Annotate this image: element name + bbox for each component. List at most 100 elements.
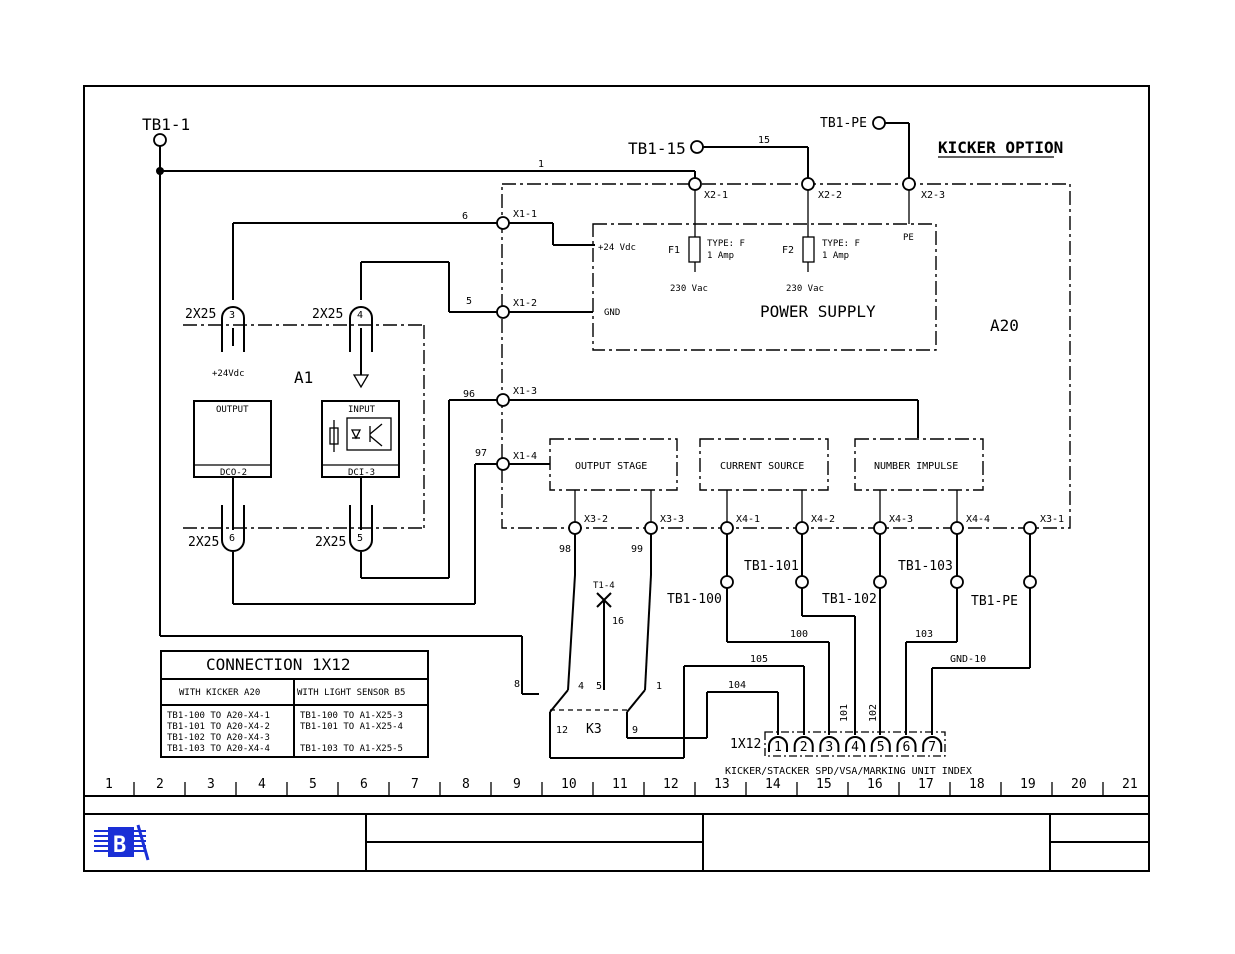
svg-text:B: B [113,833,126,858]
svg-text:2X25: 2X25 [185,307,216,322]
svg-text:104: 104 [728,680,746,691]
svg-text:TB1-100: TB1-100 [667,592,722,607]
connector-pin-label: 4 [851,740,859,755]
tb1-102-terminal [873,575,887,589]
plug-2x25-pin-3: 3 [221,306,245,352]
power-supply-box [592,223,937,351]
svg-text:TB1-101 TO A20-X4-2: TB1-101 TO A20-X4-2 [167,722,270,732]
svg-text:CURRENT SOURCE: CURRENT SOURCE [720,461,804,472]
plug-2x25-pin-5: 5 [349,505,373,552]
svg-text:GND-10: GND-10 [950,654,986,665]
scale-label: 7 [411,777,419,792]
scale-label: 10 [561,777,577,792]
x1-1-connector [496,216,510,230]
fuse-f1-icon [688,236,701,263]
connector-pin [922,736,943,752]
svg-text:1: 1 [538,159,544,170]
plug-2x25-pin-4: 4 [349,306,373,375]
svg-text:TB1-101: TB1-101 [744,559,799,574]
svg-text:1: 1 [656,681,662,692]
svg-text:X3-1: X3-1 [1040,514,1064,525]
svg-text:2X25: 2X25 [188,535,219,550]
scale-label: 9 [513,777,521,792]
svg-text:TB1-101 TO A1-X25-4: TB1-101 TO A1-X25-4 [300,722,403,732]
svg-text:TB1-102: TB1-102 [822,592,877,607]
connector-pin [819,736,840,752]
svg-text:X2-1: X2-1 [704,190,728,201]
svg-text:DCO-2: DCO-2 [220,468,247,478]
svg-text:5: 5 [357,533,363,544]
svg-text:6: 6 [462,211,468,222]
fuse-f2-icon [802,236,815,263]
svg-text:X4-2: X4-2 [811,514,835,525]
tb1-pe-top-terminal [872,116,886,130]
tb1-pe-top-label: TB1-PE [820,116,867,131]
x3-1-connector [1023,521,1037,535]
x1-4-connector [496,457,510,471]
x2-3-connector [902,177,916,191]
svg-text:INPUT: INPUT [348,405,376,415]
svg-text:96: 96 [463,389,475,400]
tb1-15-terminal [690,140,704,154]
connector-pin-label: 1 [774,740,782,755]
svg-text:105: 105 [750,654,768,665]
svg-text:TB1-103: TB1-103 [898,559,953,574]
svg-text:TB1-103 TO A20-X4-4: TB1-103 TO A20-X4-4 [167,744,270,754]
scale-label: 11 [612,777,628,792]
scale-label: 6 [360,777,368,792]
x2-2-connector [801,177,815,191]
tb1-100-terminal [720,575,734,589]
svg-text:PE: PE [903,233,914,243]
svg-text:5: 5 [466,296,472,307]
svg-text:X3-3: X3-3 [660,514,684,525]
scale-label: 13 [714,777,730,792]
scale-label: 14 [765,777,781,792]
scale-label: 15 [816,777,832,792]
optocoupler-icon [329,417,392,452]
svg-text:4: 4 [578,681,584,692]
svg-text:X2-3: X2-3 [921,190,945,201]
svg-text:X1-1: X1-1 [513,209,537,220]
scale-label: 2 [156,777,164,792]
connector-index-label: KICKER/STACKER SPD/VSA/MARKING UNIT INDE… [725,766,972,777]
x3-3-connector [644,521,658,535]
svg-text:X4-3: X4-3 [889,514,913,525]
drawing-frame [83,85,1150,872]
svg-text:2X25: 2X25 [312,307,343,322]
svg-text:X1-3: X1-3 [513,386,537,397]
svg-text:230 Vac: 230 Vac [670,284,708,294]
svg-text:F2: F2 [782,245,794,256]
svg-text:OUTPUT STAGE: OUTPUT STAGE [575,461,647,472]
a1-label: A1 [294,368,313,387]
svg-text:9: 9 [632,725,638,736]
connector-pin [845,736,866,752]
svg-text:103: 103 [915,629,933,640]
svg-text:K3: K3 [586,722,602,737]
output-stage-box [549,438,678,491]
svg-text:X3-2: X3-2 [584,514,608,525]
svg-text:99: 99 [631,544,643,555]
svg-text:TB1-PE: TB1-PE [971,594,1018,609]
svg-text:230 Vac: 230 Vac [786,284,824,294]
connector-pin [768,736,788,752]
connector-pin-label: 5 [877,740,885,755]
svg-text:5: 5 [596,681,602,692]
connector-pin [870,736,891,752]
svg-text:TYPE: F: TYPE: F [707,239,745,249]
svg-text:WITH KICKER A20: WITH KICKER A20 [179,688,260,698]
scale-label: 18 [969,777,985,792]
connector-pin-label: 7 [928,740,936,755]
svg-text:DCI-3: DCI-3 [348,468,375,478]
connection-table-title: CONNECTION 1X12 [206,655,351,674]
x1-2-connector [496,305,510,319]
a20-label: A20 [990,316,1019,335]
svg-text:15: 15 [758,135,770,146]
connector-pin-label: 3 [825,740,833,755]
x4-3-connector [873,521,887,535]
svg-text:OUTPUT: OUTPUT [216,405,249,415]
tb1-15-label: TB1-15 [628,139,686,158]
x4-4-connector [950,521,964,535]
svg-text:101: 101 [839,704,850,722]
